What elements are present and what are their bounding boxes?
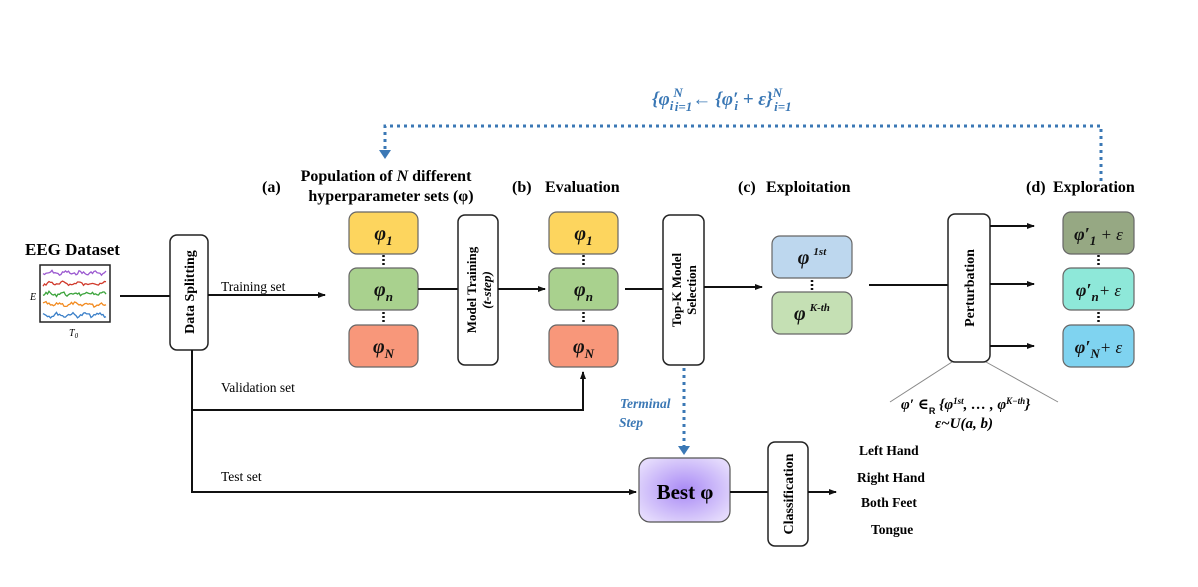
stage-d-title: Exploration [1053, 179, 1135, 196]
perturbation-note-line2: ε~U(a, b) [935, 416, 993, 432]
class-label-tongue: Tongue [871, 522, 913, 537]
population-phi-label: φ1 [374, 223, 392, 248]
classification-box [767, 441, 809, 547]
population-phi-item: φN [348, 324, 419, 368]
evaluation-phi-box [548, 211, 619, 255]
exploration-phi-item: φ′1 + ε [1062, 211, 1135, 255]
classification-label: Classification [782, 453, 797, 534]
population-phi-box [348, 324, 419, 368]
stage-c-tag: (c) [738, 179, 756, 196]
exploitation-phi-box [771, 235, 853, 279]
exploration-phi-box [1062, 324, 1135, 368]
top-k-label-line1: Top-K Model [669, 252, 684, 327]
perturbation-box [947, 213, 991, 363]
perturbation-callout-right [985, 361, 1059, 403]
terminal-step-arrowhead [678, 446, 690, 455]
population-phi-item: φ1 [348, 211, 419, 255]
feedback-arrowhead [379, 150, 391, 159]
top-k-selection-box [662, 214, 705, 366]
evaluation-phi-box [548, 267, 619, 311]
test-set-arrow [191, 410, 637, 495]
stage-a-title-line2: hyperparameter sets (φ) [308, 188, 473, 205]
exploration-phi-label: φ′n+ ε [1076, 280, 1122, 304]
exploration-phi-item: φ′n+ ε [1062, 267, 1135, 311]
evaluation-phi-label: φN [573, 336, 595, 361]
perturbation-callout-left [889, 361, 953, 403]
population-phi-box [348, 211, 419, 255]
stage-b-tag: (b) [512, 179, 532, 196]
validation-set-label: Validation set [221, 380, 295, 395]
feedback-loop [379, 124, 1103, 181]
eeg-signal-trace [42, 311, 107, 319]
model-training-step-label: (t-step) [479, 271, 494, 309]
perturbation-label: Perturbation [963, 249, 978, 327]
stage-a-tag: (a) [262, 179, 281, 196]
evaluation-phi-item: φ1 [548, 211, 619, 255]
test-set-label: Test set [221, 469, 262, 484]
validation-set-arrow [191, 350, 586, 411]
exploration-phi-box [1062, 267, 1135, 311]
evaluation-phi-item: φn [548, 267, 619, 311]
class-label-both-feet: Both Feet [861, 495, 917, 510]
exploration-phi-label: φ′N+ ε [1075, 337, 1123, 361]
exploration-phi-box [1062, 211, 1135, 255]
stage-c-title: Exploitation [766, 179, 851, 196]
population-phi-item: φn [348, 267, 419, 311]
eeg-signal-trace [42, 280, 107, 287]
training-set-label: Training set [221, 279, 286, 294]
class-label-right-hand: Right Hand [857, 470, 925, 485]
exploitation-phi-box [771, 291, 853, 335]
eeg-signal-trace [42, 269, 107, 277]
top-k-label-line2: Selection [684, 264, 699, 315]
data-splitting-label: Data Splitting [183, 250, 198, 334]
evaluation-phi-item: φN [548, 324, 619, 368]
perturbation-note-line1: φ′ ∈R {φ1st, … , φK−th} [901, 396, 1031, 416]
terminal-step-label-line1: Terminal [620, 396, 671, 411]
terminal-step-label-line2: Step [619, 415, 643, 430]
evaluation-phi-label: φ1 [574, 223, 592, 248]
feedback-dotted-arrow [383, 124, 1103, 181]
exploration-phi-item: φ′N+ ε [1062, 324, 1135, 368]
eeg-x-axis-label: T0 [69, 328, 79, 340]
model-training-label: Model Training [464, 246, 479, 333]
stage-d-tag: (d) [1026, 179, 1046, 196]
population-phi-label: φN [373, 336, 395, 361]
stage-b-title: Evaluation [545, 179, 620, 196]
population-column: φ1 φn φN [348, 211, 419, 368]
eeg-signal-trace [42, 300, 107, 308]
stage-a-title-line1: Population of N different [301, 168, 472, 185]
evaluation-phi-box [548, 324, 619, 368]
best-phi-label: Best φ [657, 480, 714, 504]
eeg-dataset-title: EEG Dataset [25, 240, 120, 259]
exploration-column: φ′1 + ε φ′n+ ε φ′N+ ε [1062, 211, 1135, 368]
class-label-left-hand: Left Hand [859, 443, 919, 458]
eeg-signal-thumbnail [39, 264, 111, 323]
evaluation-phi-label: φn [574, 279, 593, 304]
best-phi-box [638, 457, 731, 523]
population-phi-label: φn [374, 279, 393, 304]
data-splitting-box [169, 234, 209, 351]
exploration-phi-label: φ′1 + ε [1074, 224, 1123, 248]
eeg-y-axis-label: E [29, 292, 36, 303]
eeg-signal-trace [42, 290, 107, 298]
evaluation-column: φ1 φn φN [548, 211, 619, 368]
